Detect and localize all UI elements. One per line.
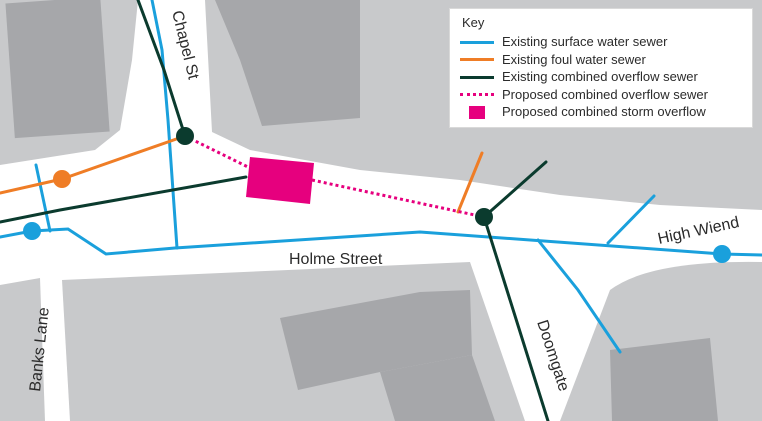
key-item-combined-overflow: Existing combined overflow sewer bbox=[460, 68, 742, 86]
key-title: Key bbox=[462, 15, 485, 30]
foul-manhole bbox=[53, 170, 71, 188]
street-label-chapel: Chapel St bbox=[168, 9, 202, 82]
building bbox=[5, 0, 110, 139]
surface-manhole bbox=[713, 245, 731, 263]
map-key: Key Existing surface water sewer Existin… bbox=[449, 8, 753, 128]
surface-water-line-icon bbox=[460, 36, 494, 48]
street-label-doomgate: Doomgate bbox=[533, 318, 572, 394]
key-label: Proposed combined overflow sewer bbox=[502, 86, 708, 102]
combined-overflow-sewers bbox=[0, 0, 550, 421]
key-item-surface-water: Existing surface water sewer bbox=[460, 33, 742, 51]
buildings bbox=[5, 0, 718, 421]
building bbox=[380, 355, 495, 421]
combined-overflow-line-icon bbox=[460, 71, 494, 83]
key-label: Existing foul water sewer bbox=[502, 51, 646, 67]
building bbox=[215, 0, 360, 126]
combined-manhole bbox=[176, 127, 194, 145]
proposed-overflow-sewer bbox=[184, 134, 485, 219]
key-label: Existing combined overflow sewer bbox=[502, 69, 698, 85]
building bbox=[610, 338, 718, 421]
foul-water-line-icon bbox=[460, 53, 494, 65]
key-item-storm-overflow: Proposed combined storm overflow bbox=[460, 103, 742, 121]
street-label-high-wiend: High Wiend bbox=[656, 214, 740, 248]
key-label: Existing surface water sewer bbox=[502, 34, 668, 50]
key-item-proposed-sewer: Proposed combined overflow sewer bbox=[460, 86, 742, 104]
street-label-holme: Holme Street bbox=[289, 251, 383, 268]
proposed-sewer-dotted-line-icon bbox=[460, 88, 494, 100]
combined-manhole bbox=[475, 208, 493, 226]
storm-overflow-square-icon bbox=[460, 105, 494, 119]
key-item-foul-water: Existing foul water sewer bbox=[460, 51, 742, 69]
proposed-storm-overflow bbox=[246, 157, 314, 204]
surface-manhole bbox=[23, 222, 41, 240]
building bbox=[280, 290, 472, 390]
key-label: Proposed combined storm overflow bbox=[502, 104, 706, 120]
land-block-bottom-left bbox=[0, 278, 45, 421]
